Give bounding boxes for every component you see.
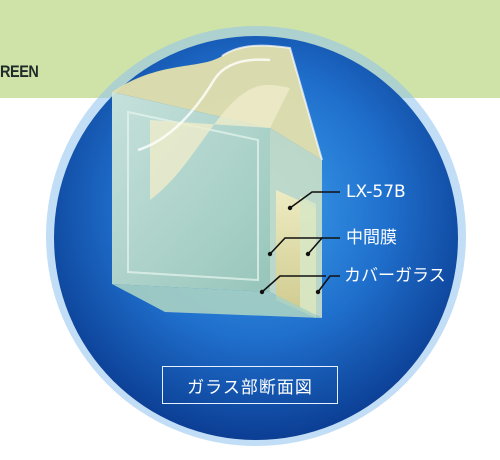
leader-line-cover-glass-2 (317, 275, 340, 293)
cutaway-top (112, 45, 322, 160)
leader-line-interlayer-2 (307, 237, 340, 255)
label-interlayer: 中間膜 (346, 228, 397, 248)
leader-dot-lx57b (287, 205, 293, 211)
glass-top-edge (221, 44, 323, 161)
cutaway-curve (150, 85, 290, 200)
leader-dot-cover-glass (259, 289, 265, 295)
label-lx57b: LX-57B (346, 182, 406, 202)
caption-box: ガラス部断面図 (162, 366, 338, 404)
leader-line-interlayer (269, 237, 322, 255)
banner-title: REEN (0, 62, 39, 81)
leader-dot-interlayer-2 (305, 251, 311, 257)
leader-dot-interlayer (267, 251, 273, 257)
leader-dot-cover-glass-2 (315, 289, 321, 295)
diagram-caption: ガラス部断面図 (187, 377, 313, 398)
glass-bottom-edge (112, 284, 322, 318)
cutaway-wave (137, 58, 271, 152)
glass-inner-frame (127, 110, 259, 282)
label-cover-glass: カバーガラス (344, 266, 446, 286)
cover-glass-strip (300, 196, 316, 318)
leader-line-lx57b (289, 191, 340, 209)
leader-line-cover-glass (261, 275, 326, 293)
